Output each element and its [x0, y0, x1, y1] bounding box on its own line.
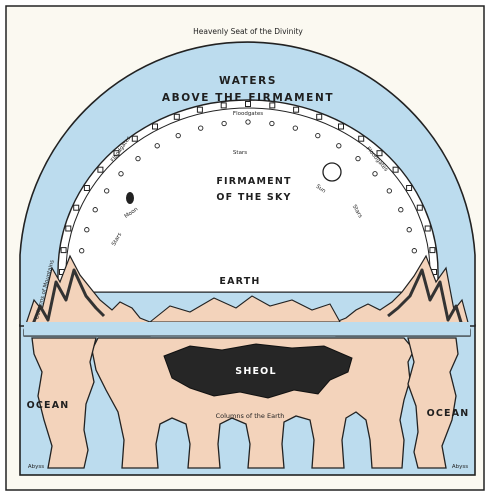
star-mark: [176, 133, 180, 137]
star-mark: [246, 120, 250, 124]
floodgate-mark: [339, 124, 344, 129]
star-mark: [373, 172, 377, 176]
moon-shape: [126, 192, 134, 204]
star-mark: [136, 156, 140, 160]
floodgate-mark: [66, 226, 71, 231]
floodgate-mark: [359, 136, 364, 141]
star-mark: [155, 144, 159, 148]
firmament-label-line1: FIRMAMENT: [216, 176, 291, 187]
star-mark: [119, 172, 123, 176]
star-mark: [293, 126, 297, 130]
star-mark: [412, 249, 416, 253]
floodgate-mark: [174, 114, 179, 119]
floodgate-mark: [74, 205, 79, 210]
columns-of-earth-label: Columns of the Earth: [216, 412, 285, 420]
floodgate-mark: [393, 167, 398, 172]
star-mark: [105, 189, 109, 193]
star-mark: [407, 228, 411, 232]
floodgate-mark: [417, 205, 422, 210]
star-mark: [399, 208, 403, 212]
star-mark: [387, 189, 391, 193]
star-mark: [270, 121, 274, 125]
star-mark: [316, 133, 320, 137]
floodgate-mark: [197, 107, 202, 112]
waters-label-line2: ABOVE THE FIRMAMENT: [162, 92, 334, 104]
sun-shape: [323, 163, 341, 181]
firmament-label-line2: OF THE SKY: [216, 192, 291, 203]
abyss-right-label: Abyss: [452, 464, 468, 470]
ocean-left-label: OCEAN: [27, 400, 70, 411]
floodgate-mark: [425, 226, 430, 231]
stars-top-label: Stars: [233, 150, 247, 156]
sheol-label: SHEOL: [235, 366, 276, 377]
floodgate-mark: [430, 248, 435, 253]
star-mark: [85, 228, 89, 232]
floodgate-mark: [153, 124, 158, 129]
floodgate-mark: [61, 248, 66, 253]
earth-label: EARTH: [219, 276, 260, 287]
star-mark: [199, 126, 203, 130]
floodgate-mark: [294, 107, 299, 112]
floodgate-mark: [317, 114, 322, 119]
star-mark: [222, 121, 226, 125]
star-mark: [80, 249, 84, 253]
floodgate-mark: [132, 136, 137, 141]
star-mark: [356, 156, 360, 160]
surface-water: [24, 322, 470, 336]
floodgate-mark: [98, 167, 103, 172]
star-mark: [93, 208, 97, 212]
star-mark: [337, 144, 341, 148]
ocean-right-label: OCEAN: [427, 408, 470, 419]
abyss-left-label: Abyss: [28, 464, 44, 470]
floodgate-mark: [407, 186, 412, 191]
floodgate-mark: [84, 186, 89, 191]
waters-label-line1: WATERS: [219, 75, 277, 87]
floodgates-top-label: Floodgates: [233, 111, 263, 117]
diagram-title: Heavenly Seat of the Divinity: [193, 27, 303, 36]
